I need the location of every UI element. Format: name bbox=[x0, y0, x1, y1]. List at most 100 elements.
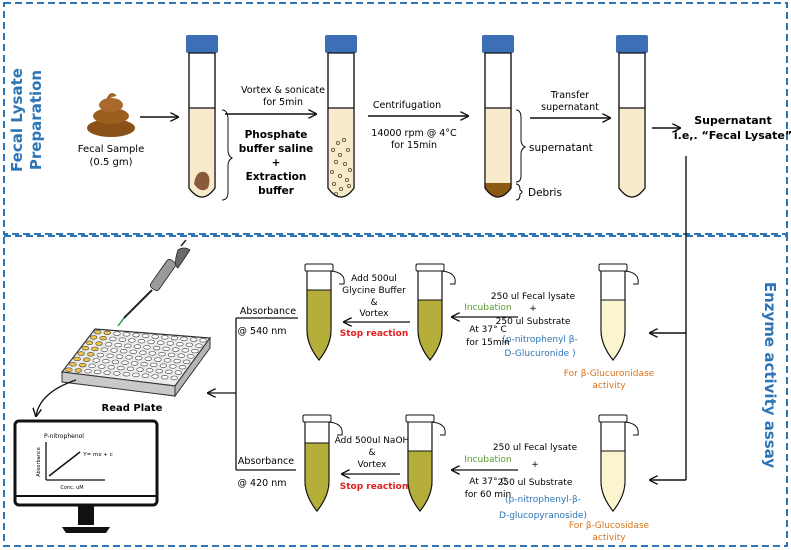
plate-well bbox=[109, 336, 117, 342]
row2-sub-line1: 250 ul Fecal lysate bbox=[493, 443, 578, 453]
plate-well bbox=[187, 354, 195, 359]
supernatant-brace bbox=[515, 109, 527, 183]
row2-sub-line4: (p-nitrophenyl-β- bbox=[505, 495, 581, 505]
plate-well bbox=[170, 335, 179, 341]
plate-well bbox=[174, 370, 183, 375]
plate-well bbox=[111, 359, 120, 365]
monitor-ylabel: Absorbance bbox=[36, 447, 42, 477]
row2-inc-cond2: for 60 min bbox=[465, 490, 512, 500]
assay-title: Enzyme activity assay bbox=[761, 282, 779, 469]
row1-sub-line1: 250 ul Fecal lysate bbox=[491, 292, 576, 302]
row2-stop-line2: & bbox=[368, 448, 375, 458]
plate-well bbox=[122, 372, 131, 377]
plate-well bbox=[155, 368, 163, 374]
row1-stop-line2: Glycine Buffer bbox=[342, 286, 406, 296]
buffer-brace bbox=[221, 109, 234, 201]
plate-well bbox=[91, 346, 99, 352]
plate-well bbox=[95, 341, 103, 346]
plate-well bbox=[129, 349, 138, 355]
monitor-equation: Y= mx + c bbox=[82, 452, 112, 458]
row1-stop-line4: Vortex bbox=[360, 309, 390, 319]
plate-well bbox=[169, 364, 177, 369]
fecal-sample-icon bbox=[87, 93, 135, 137]
plate-well bbox=[93, 329, 102, 335]
plate-well bbox=[133, 344, 142, 349]
plate-well bbox=[130, 361, 139, 366]
arrow-plate-to-monitor bbox=[36, 379, 77, 416]
step1-label-line2: for 5min bbox=[263, 97, 303, 108]
row1-enzyme-line1: For β-Glucuronidase bbox=[564, 369, 655, 379]
row1-stop-line3: & bbox=[370, 298, 377, 308]
row2-incubation: Incubation bbox=[464, 455, 511, 465]
plate-well bbox=[87, 352, 95, 357]
step3-label-line2: supernatant bbox=[541, 102, 599, 113]
step2-label: Centrifugation bbox=[373, 100, 441, 111]
plate-well bbox=[122, 332, 131, 337]
plate-well bbox=[74, 368, 83, 373]
plate-well bbox=[176, 342, 184, 347]
row1-stop-line1: Add 500ul bbox=[351, 274, 397, 284]
prep-section-border bbox=[3, 2, 788, 235]
plate-well bbox=[182, 359, 191, 364]
plate-well bbox=[173, 358, 181, 364]
supernatant-label: supernatant bbox=[529, 142, 593, 154]
monitor-icon bbox=[13, 419, 159, 533]
step2-condition-line1: 14000 rpm @ 4°C bbox=[371, 128, 457, 139]
row1-wavelength: @ 540 nm bbox=[238, 326, 287, 337]
row1-enzyme-line2: activity bbox=[592, 381, 626, 391]
plate-well bbox=[121, 360, 129, 365]
tube-centrifuged bbox=[482, 35, 514, 198]
plate-well bbox=[151, 374, 159, 379]
row2-absorbance: Absorbance bbox=[238, 456, 294, 467]
plate-well bbox=[107, 365, 116, 370]
plate-well bbox=[132, 372, 140, 378]
plate-well bbox=[166, 341, 175, 346]
plate-well bbox=[191, 348, 199, 354]
plate-well bbox=[159, 363, 168, 368]
plate-well bbox=[114, 342, 122, 348]
plate-well bbox=[77, 351, 85, 356]
row2-stop-reaction: Stop reaction bbox=[340, 482, 408, 492]
row2-sub-line3: 250 ul Substrate bbox=[498, 478, 573, 488]
plate-well bbox=[82, 357, 91, 362]
plate-well bbox=[128, 338, 136, 343]
debris-label: Debris bbox=[528, 187, 562, 199]
plate-well bbox=[185, 342, 194, 348]
plate-well bbox=[157, 340, 165, 345]
tube-homogenate bbox=[325, 35, 357, 198]
plate-well bbox=[139, 350, 147, 355]
tube-supernatant bbox=[616, 35, 648, 198]
plate-well bbox=[170, 375, 179, 381]
row1-sub-line2: + bbox=[529, 304, 537, 314]
fecal-sample-amount: (0.5 gm) bbox=[90, 157, 133, 168]
plate-well bbox=[81, 346, 90, 351]
result-line2: i.e,. “Fecal Lysate” bbox=[674, 129, 791, 142]
plate-well bbox=[140, 362, 148, 367]
tube-row1-substrate bbox=[598, 263, 639, 361]
plate-well bbox=[78, 362, 87, 368]
row2-wavelength: @ 420 nm bbox=[238, 478, 287, 489]
buffer-line1: Phosphate bbox=[245, 129, 308, 141]
row2-stop-line1: Add 500ul NaOH bbox=[335, 436, 410, 446]
plate-well bbox=[152, 345, 161, 351]
row2-inc-cond1: At 37° C bbox=[469, 477, 507, 487]
monitor-graph bbox=[45, 442, 105, 481]
plate-well bbox=[84, 369, 92, 374]
plate-well bbox=[118, 337, 127, 342]
plate-well bbox=[143, 345, 151, 350]
plate-well bbox=[85, 340, 94, 345]
plate-well bbox=[125, 355, 133, 360]
row2-stop-line3: Vortex bbox=[358, 460, 388, 470]
plate-well bbox=[115, 354, 124, 359]
plate-well bbox=[180, 336, 188, 341]
buffer-line3: + bbox=[272, 157, 281, 169]
plate-well bbox=[99, 336, 107, 341]
row1-absorbance: Absorbance bbox=[240, 306, 296, 317]
plate-well bbox=[199, 338, 207, 343]
step3-label-line1: Transfer bbox=[550, 90, 589, 101]
plate-well bbox=[113, 371, 121, 376]
plate-well bbox=[117, 365, 125, 371]
plate-well bbox=[137, 339, 146, 344]
row1-incubation: Incubation bbox=[464, 303, 511, 313]
